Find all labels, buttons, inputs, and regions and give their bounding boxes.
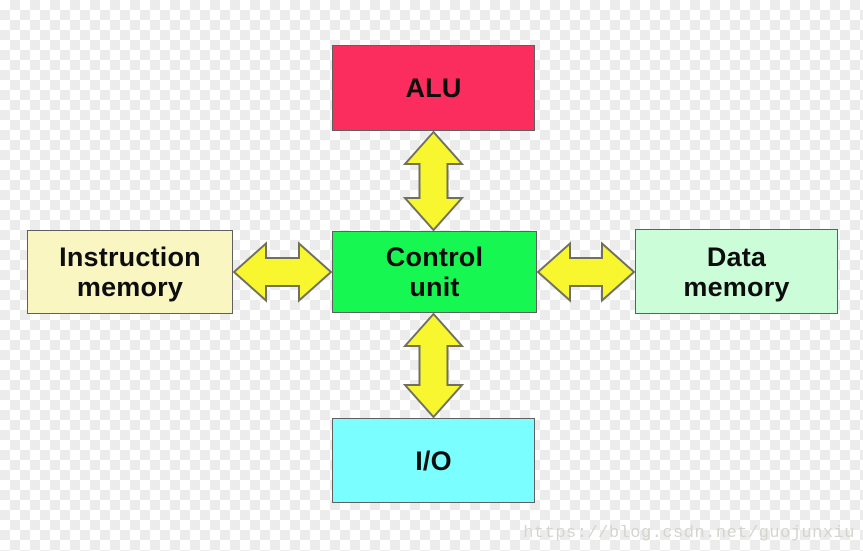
arrow-instruction-control (232, 241, 333, 303)
node-io: I/O (332, 418, 535, 503)
arrow-control-data (536, 241, 636, 303)
node-io-label: I/O (415, 445, 452, 476)
watermark-url: https://blog.csdn.net/guojunxiu (523, 524, 855, 543)
node-control-unit: Control unit (332, 231, 537, 313)
arrow-alu-control (402, 130, 465, 232)
node-instruction-memory: Instruction memory (27, 230, 233, 314)
node-alu: ALU (332, 45, 535, 131)
node-data-memory: Data memory (635, 229, 838, 314)
node-alu-label: ALU (405, 73, 462, 103)
node-control-unit-label: Control unit (385, 242, 484, 302)
node-instruction-memory-label: Instruction memory (59, 242, 201, 302)
arrow-control-io (402, 312, 465, 419)
node-data-memory-label: Data memory (683, 241, 790, 302)
